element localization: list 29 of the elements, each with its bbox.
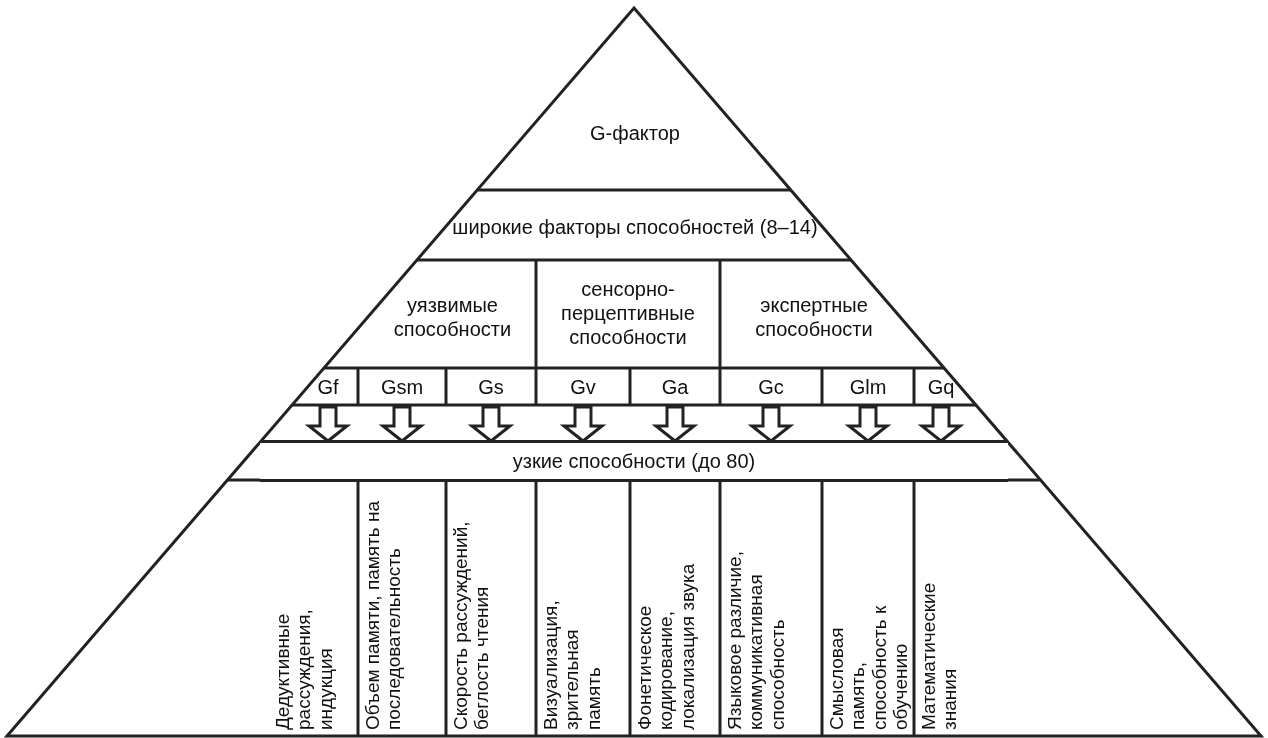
block-arrow — [304, 405, 352, 443]
block-arrow — [378, 405, 426, 443]
factor-label: Glm — [824, 370, 912, 404]
block-arrow — [559, 405, 607, 443]
factor-label: Gq — [916, 370, 966, 404]
ability-label: Математические знания — [918, 580, 1002, 730]
factor-label: Gf — [300, 370, 356, 404]
category-label: уязвимые способности — [375, 278, 530, 356]
category-label: сенсорно-перцептивные способности — [540, 264, 716, 362]
factor-label: Gs — [448, 370, 534, 404]
tier-band: узкие способности (до 80) — [260, 440, 1008, 482]
block-arrow — [651, 405, 699, 443]
block-arrow — [747, 405, 795, 443]
ability-label: Дедуктивные рассуждения, индукция — [272, 580, 354, 730]
tier-label: широкие факторы способностей (8–14) — [430, 196, 840, 258]
ability-label: Объем памяти, память на последовательность — [362, 485, 444, 730]
factor-label: Ga — [632, 370, 718, 404]
factor-label: Gc — [722, 370, 820, 404]
block-arrow — [917, 405, 965, 443]
factor-label: Gv — [538, 370, 628, 404]
ability-label: Фонетическое кодирование, локализация звука — [634, 540, 716, 730]
block-arrow — [844, 405, 892, 443]
tier-label: G-фактор — [520, 105, 750, 160]
ability-label: Смысловая память, способность к обучению — [826, 565, 910, 730]
ability-label: Языковое различие, коммуникативная способность — [724, 530, 818, 730]
ability-label: Визуализация, зрительная память — [540, 590, 626, 730]
block-arrow — [467, 405, 515, 443]
factor-label: Gsm — [360, 370, 444, 404]
category-label: экспертные способности — [726, 278, 902, 356]
